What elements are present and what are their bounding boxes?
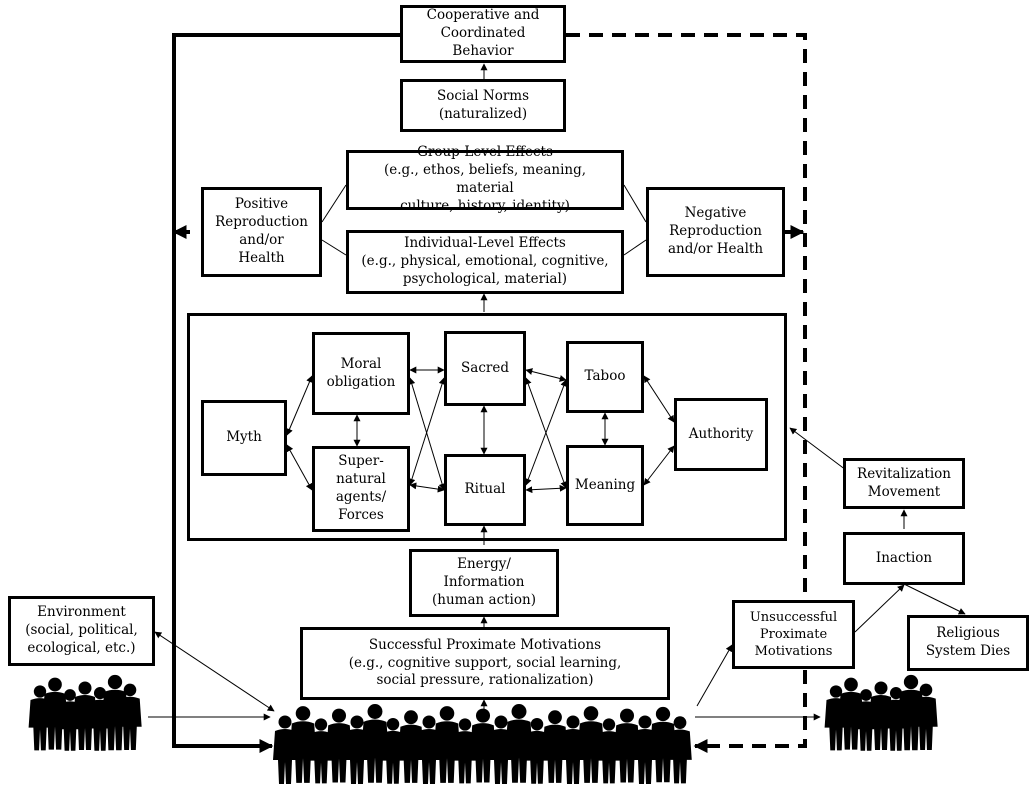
myth-label: Myth [226, 429, 262, 446]
myth-box: Myth [201, 400, 287, 476]
negative-reproduction-label: Negative Reproduction and/or Health [667, 205, 764, 257]
religious-system-dies-label: Religious System Dies [925, 625, 1011, 659]
group-level-effects-label: Group-Level Effects (e.g., ethos, belief… [383, 144, 587, 214]
ritual-label: Ritual [464, 481, 506, 498]
individual-level-effects-label: Individual-Level Effects (e.g., physical… [361, 235, 609, 287]
unsuccessful-motivations-box: Unsuccessful Proximate Motivations [732, 600, 855, 669]
religious-system-frame [187, 313, 787, 541]
authority-box: Authority [674, 398, 768, 471]
crowd-left-icon [28, 674, 142, 751]
unsuccessful-motivations-label: Unsuccessful Proximate Motivations [749, 609, 838, 660]
feedback-loop-dashed [566, 33, 807, 753]
social-norms-box: Social Norms (naturalized) [400, 79, 566, 132]
inaction-box: Inaction [843, 532, 965, 585]
meaning-label: Meaning [574, 476, 636, 493]
thin-connectors [148, 63, 966, 721]
religious-system-dies-box: Religious System Dies [907, 615, 1029, 671]
sacred-label: Sacred [461, 359, 509, 376]
energy-information-label: Energy/ Information (human action) [432, 556, 536, 608]
revitalization-movement-box: Revitalization Movement [843, 458, 965, 509]
group-level-effects-box: Group-Level Effects (e.g., ethos, belief… [346, 144, 624, 214]
taboo-box: Taboo [566, 341, 644, 413]
sacred-box: Sacred [444, 331, 526, 406]
revitalization-movement-label: Revitalization Movement [857, 465, 951, 500]
supernatural-agents-label: Super- natural agents/ Forces [335, 453, 387, 523]
feedback-loop-solid [172, 33, 400, 753]
positive-reproduction-label: Positive Reproduction and/or Health [215, 196, 308, 266]
crowd-right-icon [824, 674, 938, 751]
authority-label: Authority [688, 425, 754, 442]
successful-motivations-box: Successful Proximate Motivations (e.g., … [300, 627, 670, 700]
environment-label: Environment (social, political, ecologic… [25, 604, 138, 656]
inaction-label: Inaction [875, 549, 933, 566]
social-norms-label: Social Norms (naturalized) [436, 87, 530, 122]
meaning-box: Meaning [566, 445, 644, 526]
environment-box: Environment (social, political, ecologic… [8, 596, 155, 666]
successful-motivations-label: Successful Proximate Motivations (e.g., … [348, 636, 622, 689]
moral-obligation-box: Moral obligation [312, 332, 410, 415]
moral-obligation-label: Moral obligation [326, 355, 396, 390]
energy-information-box: Energy/ Information (human action) [409, 549, 559, 617]
negative-reproduction-box: Negative Reproduction and/or Health [646, 187, 785, 277]
taboo-label: Taboo [584, 368, 626, 385]
crowd-center-icon [273, 704, 692, 784]
supernatural-agents-box: Super- natural agents/ Forces [312, 446, 410, 532]
cooperative-behavior-box: Cooperative and Coordinated Behavior [400, 5, 566, 63]
positive-reproduction-box: Positive Reproduction and/or Health [201, 187, 322, 277]
individual-level-effects-box: Individual-Level Effects (e.g., physical… [346, 230, 624, 294]
cooperative-behavior-label: Cooperative and Coordinated Behavior [426, 7, 540, 59]
ritual-box: Ritual [444, 454, 526, 526]
